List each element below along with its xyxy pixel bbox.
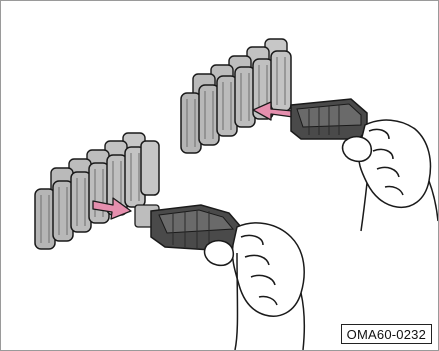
figure-id-label: OMA60-0232 — [341, 324, 432, 344]
fuse-puller-top — [291, 99, 367, 139]
fuse-block-top — [181, 39, 291, 153]
fuse-block-bottom — [35, 133, 159, 249]
hand-bottom — [205, 223, 305, 350]
